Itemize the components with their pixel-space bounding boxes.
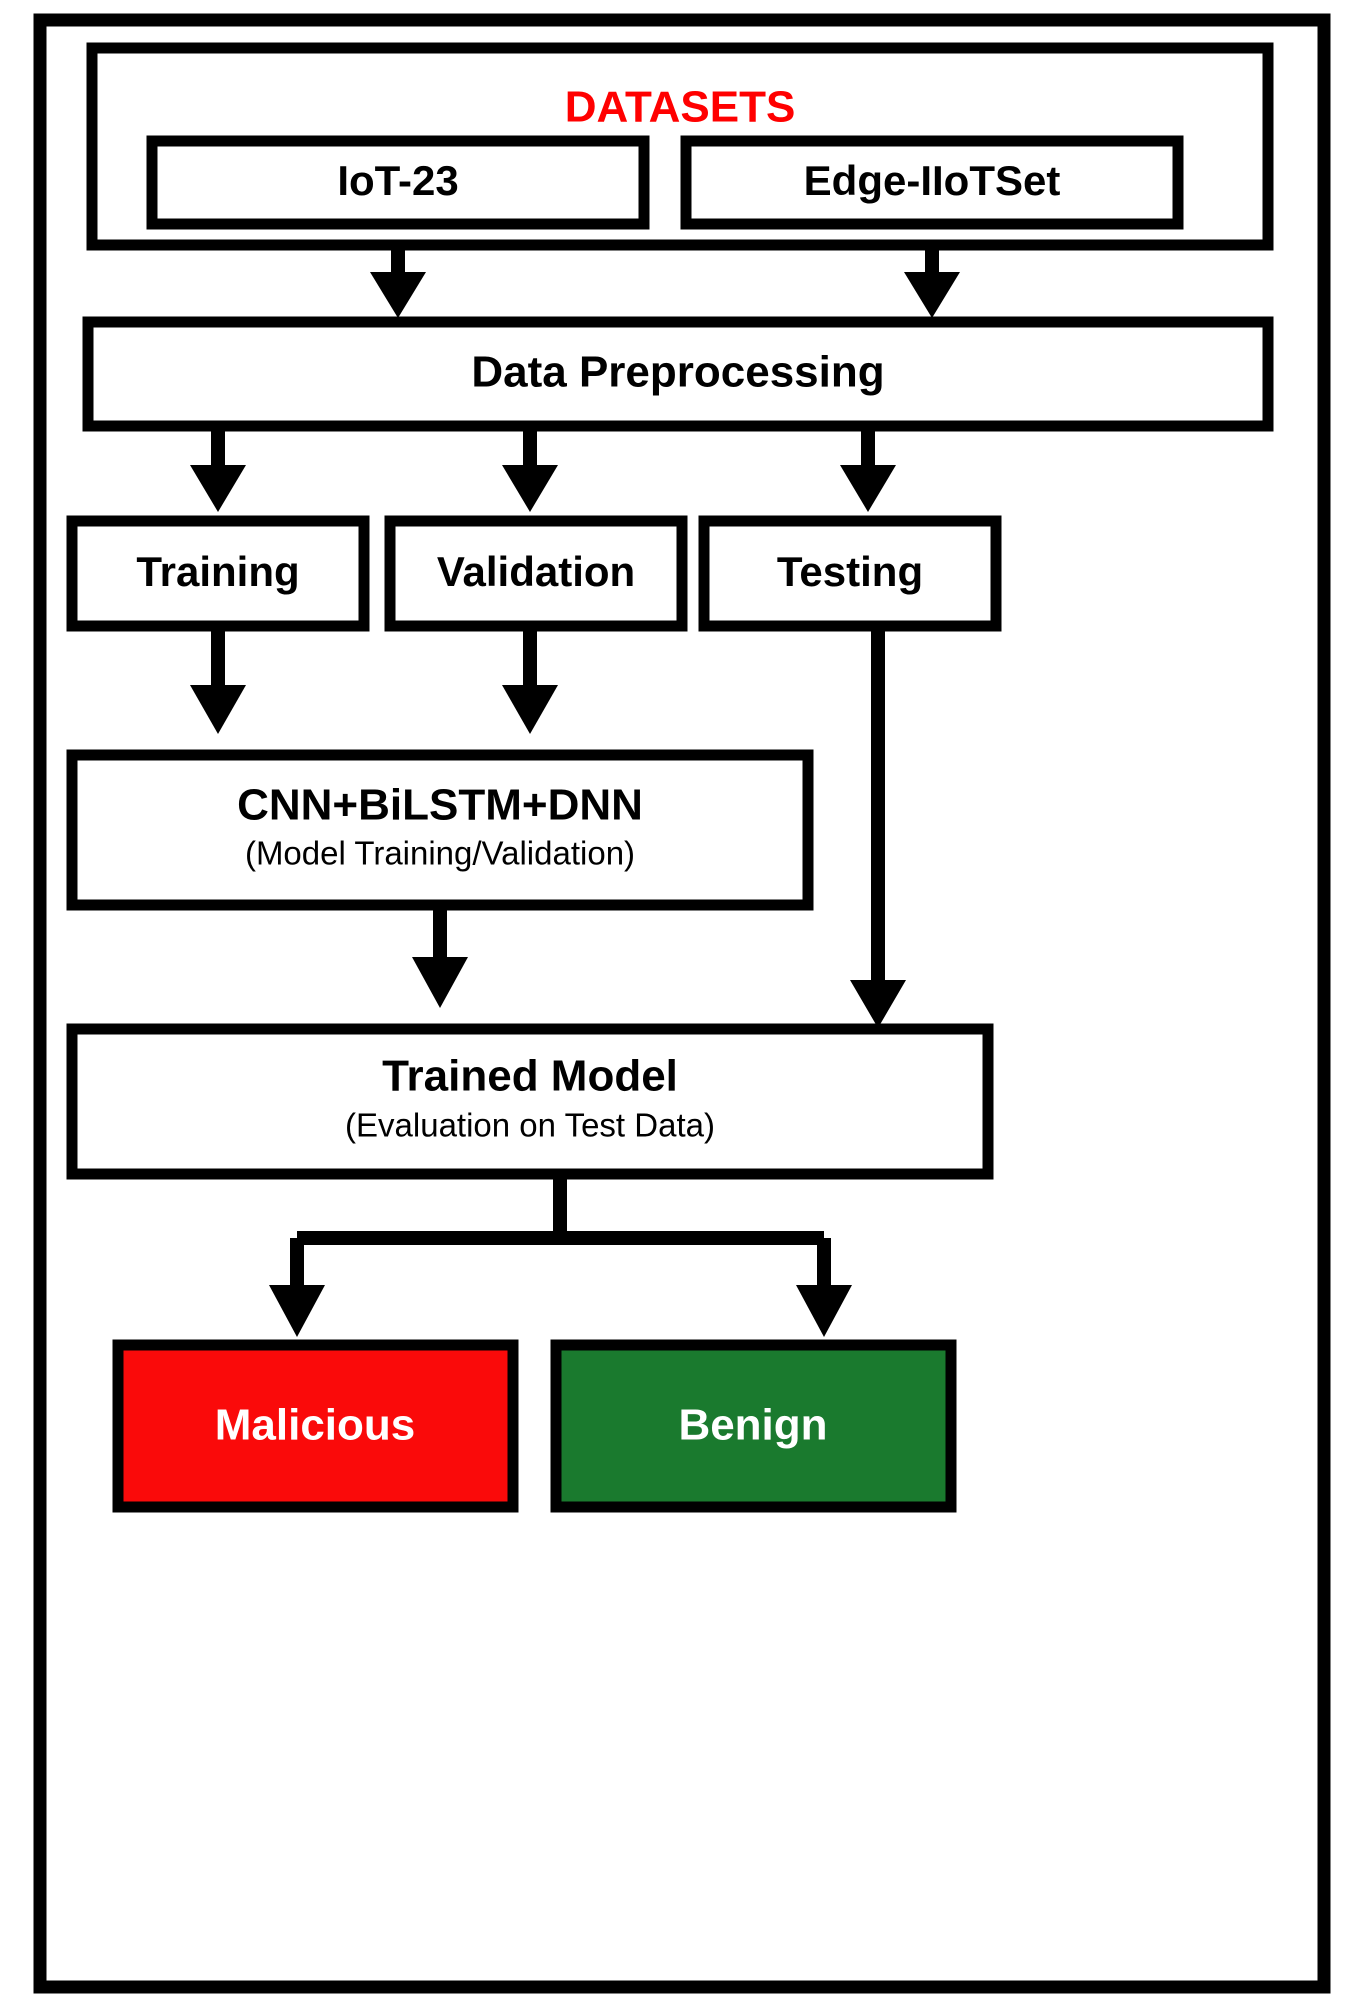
split-label-validation: Validation [437, 548, 635, 595]
trained-model-box-border [66, 1023, 994, 1180]
model-sublabel: (Model Training/Validation) [245, 835, 635, 872]
dataset-box-edge-iiotset-border [680, 135, 1184, 230]
edge-validation-to-model-arrowhead [502, 685, 558, 734]
edge-edgeiiot-to-preprocessing-arrowhead [904, 272, 960, 318]
split-box-testing-border [698, 515, 1002, 632]
preprocessing-box-border [82, 316, 1274, 432]
edge-trained-model-to-malicious-arrowhead [269, 1285, 325, 1337]
trained-model-box[interactable] [72, 1029, 988, 1174]
datasets-group-border [86, 42, 1274, 251]
dataset-box-iot23[interactable] [152, 141, 644, 224]
outcome-label-malicious: Malicious [215, 1401, 416, 1450]
edge-preprocessing-to-training-arrowhead [190, 465, 246, 512]
outcome-box-malicious[interactable] [112, 1339, 519, 1513]
edge-iot23-to-preprocessing-arrowhead [370, 272, 426, 318]
edge-preprocessing-to-validation-arrowhead [502, 465, 558, 512]
dataset-box-edge-iiotset[interactable] [686, 141, 1178, 224]
edge-model-to-trained-model-arrowhead [412, 957, 468, 1008]
model-label: CNN+BiLSTM+DNN [237, 781, 643, 830]
outer-frame [33, 13, 1331, 1994]
split-box-testing[interactable] [704, 521, 996, 626]
edge-testing-to-trained-model-arrowhead [850, 980, 906, 1028]
datasets-title: DATASETS [565, 83, 796, 132]
dataset-label-edge-iiotset: Edge-IIoTSet [804, 157, 1061, 204]
trained-model-label: Trained Model [382, 1052, 678, 1101]
edge-preprocessing-to-testing-arrowhead [840, 465, 896, 512]
split-box-training[interactable] [72, 521, 364, 626]
edge-training-to-model-arrowhead [190, 685, 246, 734]
edge-trained-model-to-benign-arrowhead [796, 1285, 852, 1337]
trained-model-sublabel: (Evaluation on Test Data) [345, 1107, 715, 1144]
outcome-label-benign: Benign [678, 1401, 827, 1450]
outcome-box-benign[interactable] [550, 1339, 957, 1513]
preprocessing-label: Data Preprocessing [471, 348, 884, 397]
preprocessing-box[interactable] [88, 322, 1268, 426]
model-box[interactable] [72, 755, 808, 905]
split-box-validation[interactable] [390, 521, 682, 626]
split-label-testing: Testing [777, 548, 923, 595]
split-label-training: Training [136, 548, 299, 595]
dataset-label-iot23: IoT-23 [337, 157, 458, 204]
dataset-box-iot23-border [146, 135, 650, 230]
